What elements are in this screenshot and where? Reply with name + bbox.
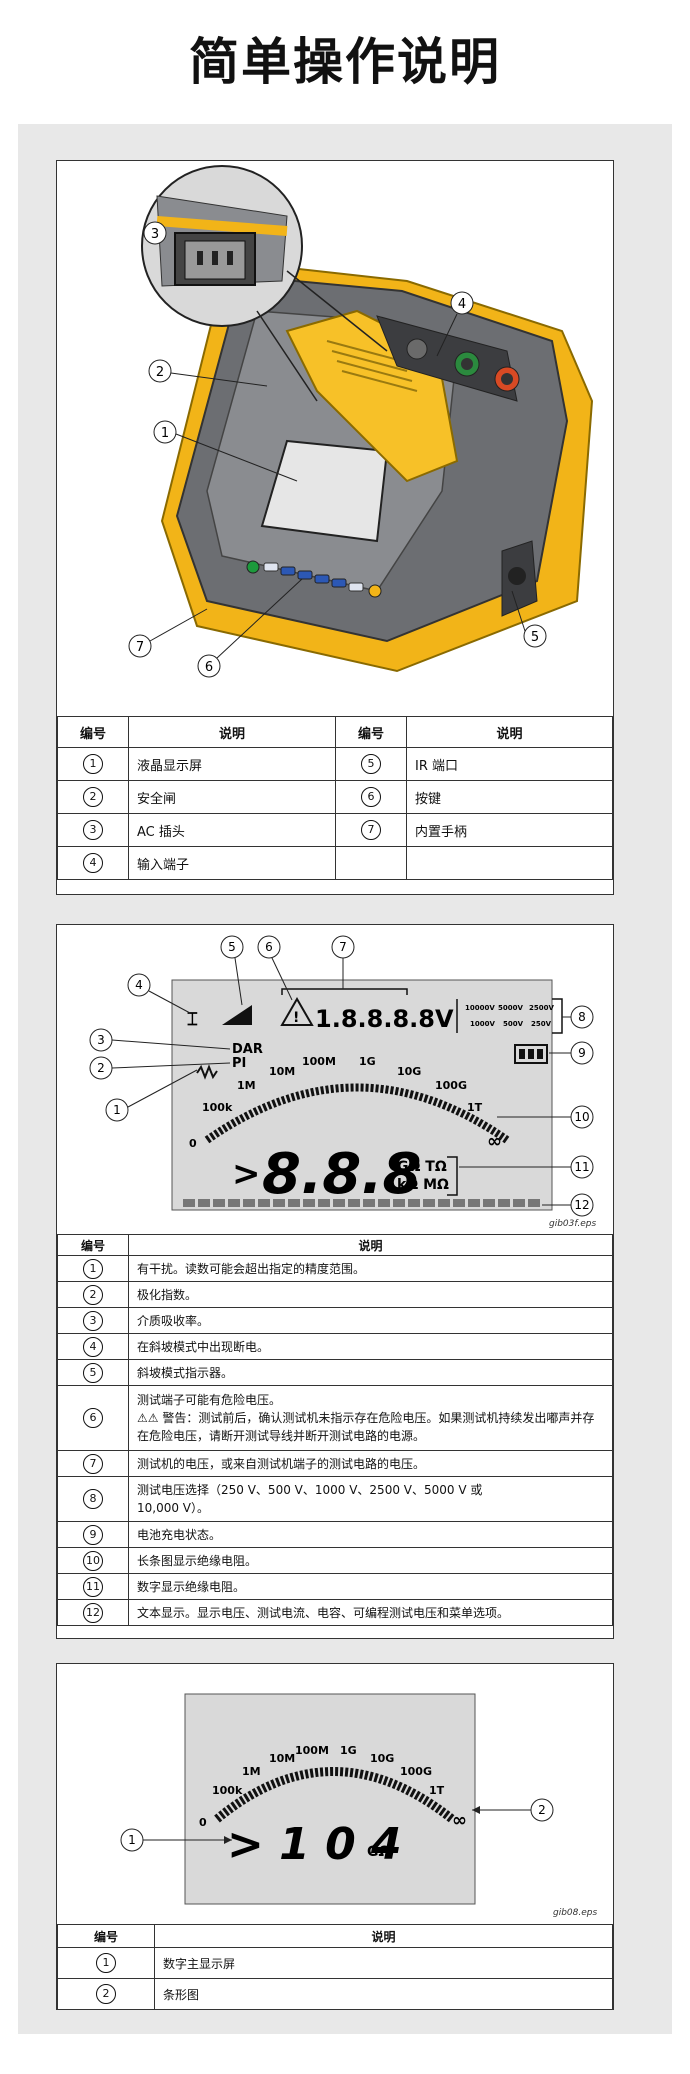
svg-text:1T: 1T	[467, 1101, 483, 1114]
svg-text:12: 12	[574, 1198, 589, 1212]
svg-text:6: 6	[265, 940, 273, 954]
device-card: 1 2 3 4 5 6 7	[56, 160, 614, 895]
svg-text:100k: 100k	[212, 1784, 243, 1797]
svg-text:2: 2	[97, 1061, 105, 1075]
svg-text:1000V: 1000V	[470, 1020, 495, 1028]
callout-2: 2	[148, 359, 268, 387]
svg-text:8.8.8: 8.8.8	[262, 1142, 421, 1207]
svg-text:3: 3	[97, 1033, 105, 1047]
page-title: 简单操作说明	[189, 33, 501, 91]
svg-text:V: V	[435, 1005, 454, 1033]
svg-text:9: 9	[578, 1046, 586, 1060]
svg-text:1G: 1G	[340, 1744, 357, 1757]
svg-text:10000V: 10000V	[465, 1004, 495, 1012]
lcd-segment-diagram: ⌶ ! 1.8.8.8.8 V 10000V 5000V 2500V 1000V…	[89, 935, 594, 1217]
svg-text:100M: 100M	[302, 1055, 336, 1068]
text-segment-row	[183, 1199, 540, 1207]
svg-text:GΩ TΩ: GΩ TΩ	[397, 1159, 447, 1175]
svg-text:5000V: 5000V	[498, 1004, 523, 1012]
svg-text:>: >	[232, 1154, 261, 1194]
svg-text:100G: 100G	[400, 1765, 432, 1778]
svg-text:kΩ MΩ: kΩ MΩ	[397, 1177, 449, 1193]
svg-text:10M: 10M	[269, 1752, 295, 1765]
svg-text:2: 2	[538, 1803, 546, 1817]
svg-text:1T: 1T	[429, 1784, 445, 1797]
svg-text:100k: 100k	[202, 1101, 233, 1114]
svg-text:∞: ∞	[487, 1131, 502, 1152]
svg-text:10: 10	[574, 1110, 589, 1124]
svg-text:10G: 10G	[370, 1752, 394, 1765]
svg-text:100M: 100M	[295, 1744, 329, 1757]
svg-text:1: 1	[128, 1833, 136, 1847]
callout-6: 6	[197, 578, 303, 678]
callout-4: 4	[436, 291, 474, 357]
svg-text:6: 6	[205, 660, 213, 675]
main-display-card: 0 100k 1M 10M 100M 1G 10G 100G 1T ∞ > 1 …	[56, 1663, 614, 2010]
callout-5: 5	[511, 590, 547, 648]
svg-text:10M: 10M	[269, 1065, 295, 1078]
svg-text:GΩ: GΩ	[367, 1844, 390, 1860]
svg-text:DAR: DAR	[232, 1042, 263, 1057]
callout-1: 1	[153, 420, 298, 482]
svg-text:10G: 10G	[397, 1065, 421, 1078]
svg-text:500V: 500V	[503, 1020, 524, 1028]
figure-caption: gib03f.eps	[549, 1219, 597, 1229]
callout-3: 3	[143, 221, 167, 245]
svg-text:11: 11	[574, 1160, 589, 1174]
lcd-screen	[260, 439, 389, 543]
device-illustration: 1 2 3 4 5 6 7	[128, 165, 594, 678]
svg-text:0: 0	[189, 1137, 197, 1150]
svg-text:7: 7	[136, 640, 144, 655]
svg-text:1: 1	[161, 426, 169, 441]
svg-text:2: 2	[156, 365, 164, 380]
svg-text:4: 4	[458, 297, 466, 312]
svg-text:4: 4	[135, 978, 143, 992]
svg-text:5: 5	[531, 630, 539, 645]
svg-text:1.8.8.8.8: 1.8.8.8.8	[315, 1005, 435, 1033]
svg-text:5: 5	[228, 940, 236, 954]
table-row: 6 测试端子可能有危险电压。⚠⚠ 警告：测试前后，确认测试机未指示存在危险电压。…	[57, 1385, 613, 1451]
svg-text:8: 8	[578, 1010, 586, 1024]
figure-caption: gib08.eps	[553, 1908, 598, 1918]
svg-text:250V: 250V	[531, 1020, 552, 1028]
svg-text:∞: ∞	[452, 1810, 467, 1831]
svg-text:⌶: ⌶	[187, 1009, 198, 1030]
callout-7: 7	[128, 608, 208, 658]
svg-text:PI: PI	[232, 1056, 246, 1071]
svg-text:0: 0	[199, 1816, 207, 1829]
svg-text:1M: 1M	[237, 1079, 256, 1092]
svg-text:> 1 0 4: > 1 0 4	[227, 1819, 402, 1870]
svg-text:1G: 1G	[359, 1055, 376, 1068]
svg-text:3: 3	[151, 227, 159, 242]
svg-text:!: !	[293, 1010, 299, 1026]
svg-text:7: 7	[339, 940, 347, 954]
main-display-diagram: 0 100k 1M 10M 100M 1G 10G 100G 1T ∞ > 1 …	[120, 1693, 554, 1905]
svg-text:1M: 1M	[242, 1765, 261, 1778]
svg-text:1: 1	[113, 1103, 121, 1117]
svg-text:100G: 100G	[435, 1079, 467, 1092]
lcd-legend-card: ⌶ ! 1.8.8.8.8 V 10000V 5000V 2500V 1000V…	[56, 924, 614, 1639]
svg-text:2500V: 2500V	[529, 1004, 554, 1012]
table-row: 8 测试电压选择（250 V、500 V、1000 V、2500 V、5000 …	[57, 1476, 613, 1522]
